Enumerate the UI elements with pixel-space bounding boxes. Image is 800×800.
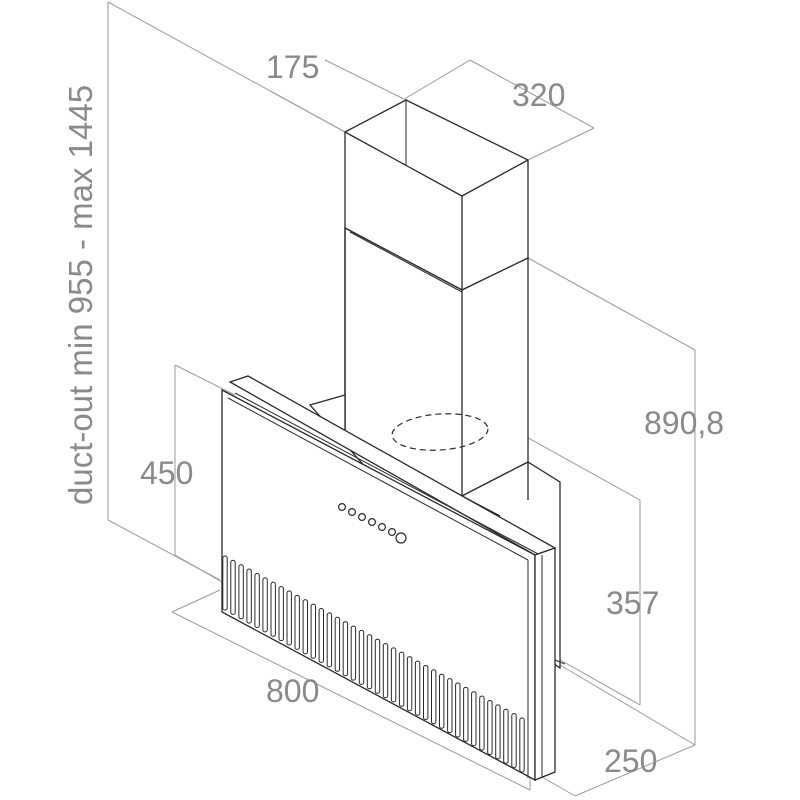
grille-slat	[487, 700, 493, 755]
dimension-lines	[107, 1, 696, 797]
grille-slat	[503, 708, 509, 764]
grille-slat	[318, 608, 325, 663]
lower-height-label: 357	[606, 585, 659, 621]
overall-width-label: 800	[266, 673, 319, 709]
grille-slat	[222, 555, 228, 611]
control-buttons-icon	[338, 503, 407, 544]
grille-slat	[495, 704, 501, 760]
grille-slat	[447, 678, 453, 734]
overall-depth-label: 250	[604, 743, 657, 779]
grille-slat	[270, 581, 276, 637]
grille-slat	[374, 638, 381, 694]
grille-slat	[431, 669, 437, 725]
grille-slat	[358, 629, 365, 685]
depth-top-label: 175	[266, 49, 319, 85]
grille-slat	[334, 616, 341, 672]
grille-slat	[246, 568, 252, 624]
duct-height-label: duct-out min 955 - max 1445	[62, 85, 99, 505]
panel-height-label: 450	[140, 455, 193, 491]
grille-slat	[230, 559, 236, 615]
grille-slat	[479, 695, 485, 751]
grille-slat	[455, 682, 461, 738]
grille-slat	[471, 691, 477, 747]
grille-slat	[398, 651, 405, 707]
grille-slat	[366, 634, 373, 690]
grille-slat	[406, 656, 413, 712]
grille-slat	[310, 603, 317, 659]
grille-slat	[326, 612, 333, 668]
grille-slat	[423, 665, 429, 720]
grille-slat	[286, 590, 292, 646]
width-top-label: 320	[512, 77, 565, 113]
grille-slat	[350, 625, 357, 681]
grille-slat	[342, 621, 349, 677]
glass-panel	[221, 375, 557, 782]
vent-grille	[222, 555, 525, 773]
grille-slat	[511, 713, 517, 769]
grille-slat	[382, 643, 389, 699]
grille-slat	[414, 660, 421, 716]
grille-slat	[519, 717, 525, 773]
grille-slat	[302, 599, 309, 655]
duct-chimney	[344, 99, 529, 497]
total-height-label: 890,8	[644, 405, 724, 441]
motor-outline-icon	[391, 413, 489, 451]
dimension-labels: duct-out min 955 - max 1445 175 320 890,…	[62, 49, 724, 779]
grille-slat	[390, 647, 397, 703]
grille-slat	[262, 577, 268, 633]
grille-slat	[294, 594, 300, 650]
grille-slat	[238, 564, 244, 620]
grille-slat	[254, 573, 260, 628]
grille-slat	[463, 686, 469, 742]
grille-slat	[439, 673, 445, 729]
grille-slat	[278, 586, 284, 642]
